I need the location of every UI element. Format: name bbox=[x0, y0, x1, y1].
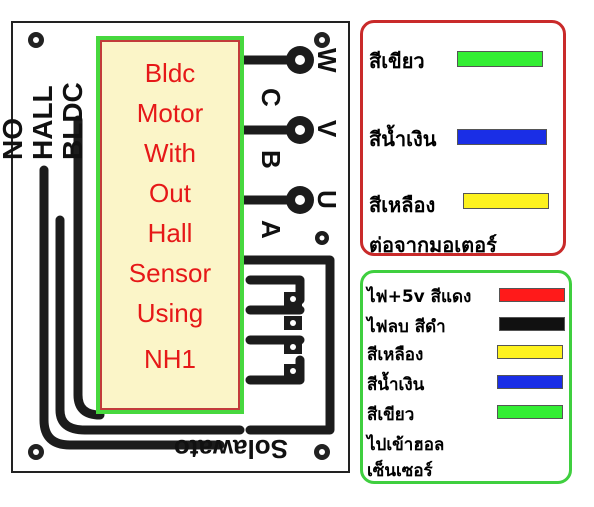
phase-label-b: B bbox=[256, 150, 286, 169]
motor-wire-swatch-blue bbox=[457, 129, 547, 145]
hall-wire-label-black: ไฟลบ สีดำ bbox=[367, 317, 446, 337]
hall-panel-caption-line2: เซ็นเซอร์ bbox=[367, 461, 433, 481]
silkscreen-left-text: NO HALL BLDC bbox=[0, 82, 88, 160]
motor-wire-panel: สีเขียว สีน้ำเงิน สีเหลือง ต่อจากมอเตอร์ bbox=[360, 20, 566, 257]
silk-label-no: NO bbox=[0, 118, 28, 160]
hall-wire-swatch-green bbox=[497, 405, 563, 419]
note-line: Using bbox=[136, 298, 204, 328]
phase-label-c: C bbox=[256, 88, 286, 107]
silk-label-hall: HALL bbox=[27, 85, 58, 160]
hall-wire-label-red: ไฟ+5v สีแดง bbox=[367, 287, 472, 307]
hall-panel-caption-line1: ไปเข้าฮอล bbox=[367, 435, 445, 455]
hall-wire-swatch-blue bbox=[497, 375, 563, 389]
note-line: With bbox=[144, 138, 196, 168]
title-note: Bldc Motor With Out Hall Sensor Using NH… bbox=[100, 40, 240, 410]
hall-wire-label-blue: สีน้ำเงิน bbox=[367, 375, 425, 395]
note-line: Out bbox=[149, 178, 191, 208]
hall-connector-pins bbox=[284, 292, 302, 378]
pad-labels: W V U C B A bbox=[256, 48, 342, 239]
hall-wire-panel: ไฟ+5v สีแดง ไฟลบ สีดำ สีเหลือง สีน้ำเงิน… bbox=[360, 270, 572, 484]
note-line: Motor bbox=[136, 98, 204, 128]
note-line: Hall bbox=[147, 218, 193, 248]
pad-label-v: V bbox=[312, 120, 342, 138]
motor-wire-swatch-green bbox=[457, 51, 543, 67]
note-line: NH1 bbox=[143, 344, 196, 374]
pad-label-w: W bbox=[312, 48, 342, 73]
motor-wire-swatch-yellow bbox=[463, 193, 549, 209]
motor-wire-label-green: สีเขียว bbox=[369, 49, 425, 73]
note-line: Bldc bbox=[144, 58, 196, 88]
pcb-traces bbox=[39, 55, 335, 450]
motor-panel-caption: ต่อจากมอเตอร์ bbox=[369, 233, 497, 257]
motor-wire-label-blue: สีน้ำเงิน bbox=[369, 127, 437, 151]
hall-wire-swatch-black bbox=[499, 317, 565, 331]
motor-wire-label-yellow: สีเหลือง bbox=[369, 193, 436, 217]
mounting-holes bbox=[28, 32, 330, 460]
note-line: Sensor bbox=[128, 258, 212, 288]
hall-wire-swatch-yellow bbox=[497, 345, 563, 359]
hall-wire-swatch-red bbox=[499, 288, 565, 302]
pcb-footer-text: Solawato bbox=[174, 434, 288, 464]
pad-label-u: U bbox=[312, 190, 342, 209]
phase-label-a: A bbox=[256, 220, 286, 239]
hall-wire-label-yellow: สีเหลือง bbox=[367, 345, 424, 365]
motor-pads bbox=[286, 46, 329, 245]
silk-label-bldc: BLDC bbox=[57, 82, 88, 160]
hall-wire-label-green: สีเขียว bbox=[367, 405, 415, 425]
